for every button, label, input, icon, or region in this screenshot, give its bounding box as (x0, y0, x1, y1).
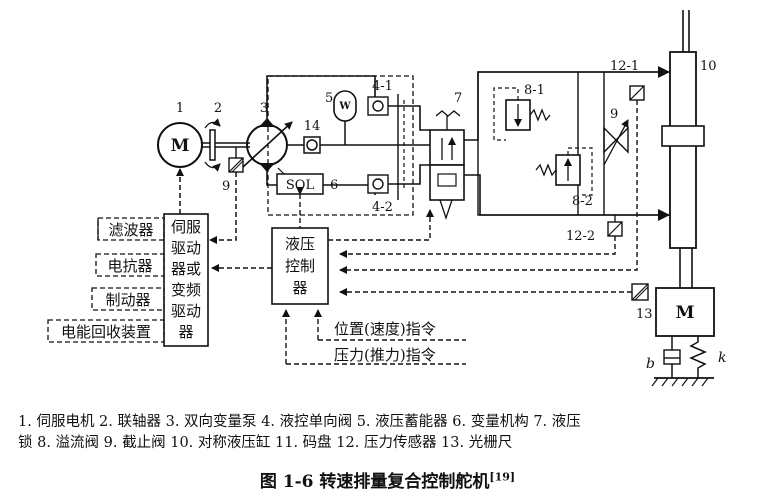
pilot-check-valve-4-2 (367, 174, 389, 194)
load-mass: M (651, 287, 715, 387)
label-4-2: 4-2 (372, 200, 393, 215)
caption-line-1: 1. 伺服电机 2. 联轴器 3. 双向变量泵 4. 液控单向阀 5. 液压蓄能… (18, 414, 581, 430)
label-13: 13 (636, 307, 653, 322)
pressure-command-text: 压力(推力)指令 (334, 346, 436, 364)
check-valve-14 (303, 136, 321, 154)
position-command-text: 位置(速度)指令 (334, 320, 436, 338)
relief-valve-8-2 (535, 147, 593, 196)
label-12-1: 12-1 (610, 59, 639, 74)
controller-line-2: 控制 (285, 257, 315, 275)
sol-actuator: SOL (276, 173, 324, 195)
label-8-2: 8-2 (572, 194, 593, 209)
hydraulic-steering-diagram: M 1 2 9 3 14 SOL 6 (47, 10, 726, 387)
label-9: 9 (610, 107, 618, 122)
label-2: 2 (214, 101, 222, 116)
pressure-sensor-12-1 (629, 85, 645, 101)
driver-line-2: 驱动 (171, 239, 201, 257)
label-11: 9 (222, 179, 230, 194)
hydraulic-controller: 液压 控制 器 (271, 227, 329, 305)
driver-line-6: 器 (178, 323, 193, 341)
recovery-label: 电能回收装置 (61, 323, 151, 341)
damper-label: b (646, 356, 655, 372)
brake-box: 制动器 (91, 287, 165, 311)
brake-label: 制动器 (105, 291, 150, 309)
label-6: 6 (330, 178, 338, 193)
load-symbol: M (676, 303, 695, 323)
label-7: 7 (454, 91, 462, 106)
servo-driver: 伺服 驱动 器或 变频 驱动 器 (163, 213, 209, 347)
symmetric-cylinder (658, 10, 705, 288)
grating-ruler (631, 283, 649, 301)
reactor-label: 电抗器 (107, 257, 152, 275)
figure-title-text: 图 1-6 转速排量复合控制舵机 (259, 472, 490, 492)
driver-line-1: 伺服 (171, 218, 201, 236)
label-14: 14 (304, 119, 321, 134)
servo-motor: M (157, 122, 203, 168)
spring-label: k (718, 350, 726, 366)
encoder (228, 147, 244, 173)
recovery-box: 电能回收装置 (47, 319, 165, 343)
label-4-1: 4-1 (372, 79, 393, 94)
reactor-box: 电抗器 (95, 253, 165, 277)
label-8-1: 8-1 (524, 83, 545, 98)
filter-box: 滤波器 (97, 217, 165, 241)
accumulator: W (333, 90, 357, 145)
hydraulic-lock (429, 110, 465, 221)
driver-line-3: 器或 (171, 260, 201, 278)
controller-line-3: 器 (292, 279, 307, 297)
accumulator-symbol: W (338, 101, 351, 112)
sol-label: SOL (286, 178, 315, 193)
shut-off-valve (603, 119, 629, 166)
caption-line-2: 锁 8. 溢流阀 9. 截止阀 10. 对称液压缸 11. 码盘 12. 压力传… (18, 435, 513, 451)
driver-line-4: 变频 (171, 281, 201, 299)
controller-line-1: 液压 (285, 235, 315, 253)
motor-symbol: M (171, 136, 190, 156)
pilot-check-valve-4-1 (367, 96, 389, 116)
label-5: 5 (325, 91, 333, 106)
relief-valve-8-1 (493, 87, 551, 141)
label-3: 3 (260, 101, 268, 116)
figure-title-ref: [19] (489, 470, 516, 484)
filter-label: 滤波器 (108, 221, 153, 239)
figure-title: 图 1-6 转速排量复合控制舵机[19] (0, 467, 775, 492)
pressure-sensor-12-2 (607, 221, 623, 237)
label-12-2: 12-2 (566, 229, 595, 244)
label-1: 1 (176, 101, 184, 116)
driver-line-5: 驱动 (171, 302, 201, 320)
label-10: 10 (700, 59, 717, 74)
coupling (202, 118, 250, 172)
